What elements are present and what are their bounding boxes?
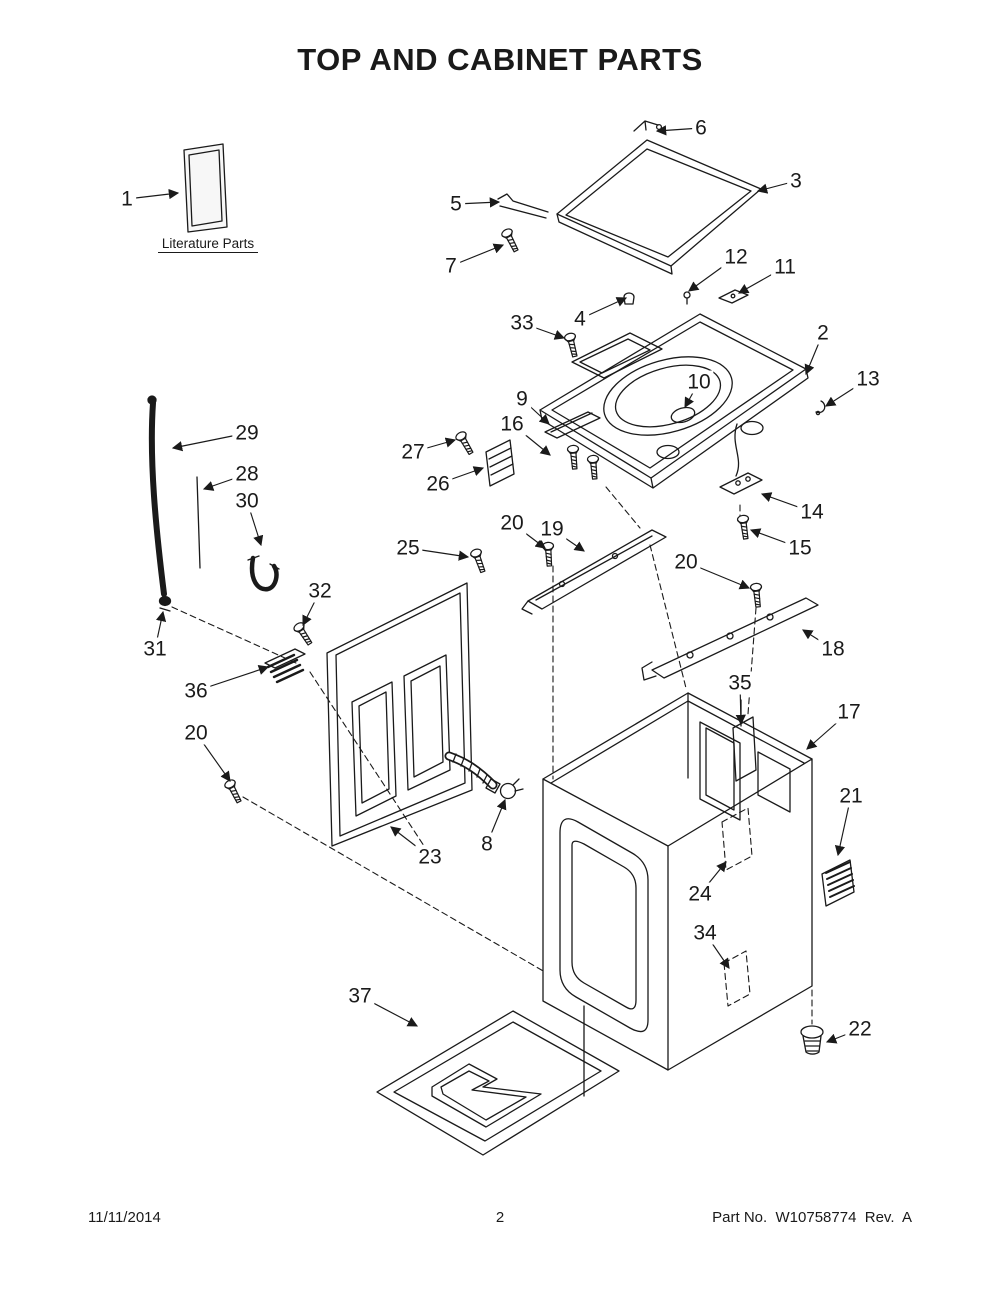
- screw-graphic: [499, 226, 522, 254]
- screw-graphic: [222, 777, 245, 805]
- lid-graphic: [497, 120, 762, 275]
- bracket-clip-graphic: [718, 289, 749, 304]
- hose-clamp-graphic: [499, 782, 517, 800]
- shield-plate-graphic: [732, 716, 757, 782]
- front-opening-graphic: [559, 818, 649, 1033]
- page-title: TOP AND CABINET PARTS: [297, 42, 703, 77]
- rear-brace-graphic: [527, 529, 667, 610]
- footer-page-number: 2: [495, 1209, 505, 1226]
- brace-rail-graphic: [468, 529, 819, 681]
- footer-date: 11/11/2014: [88, 1209, 161, 1226]
- screw-graphic: [468, 547, 489, 575]
- cap-graphic: [623, 292, 635, 305]
- hinge-bracket-graphic: [544, 411, 601, 439]
- label-area-graphic: [723, 950, 751, 1007]
- hose-coupling-graphic: [158, 595, 172, 607]
- screw-graphic: [586, 454, 601, 481]
- screw-graphic: [563, 331, 581, 359]
- screw-graphic: [749, 582, 765, 609]
- screw-graphic: [453, 429, 477, 457]
- assembly-guide-lines: [171, 486, 757, 973]
- top-small-parts-graphic: [623, 289, 826, 416]
- cabinet-graphic: [542, 692, 855, 1097]
- label-area-graphic: [721, 807, 753, 871]
- wire-graphic: [196, 476, 201, 569]
- rating-label-graphic: [821, 859, 855, 907]
- leveling-foot-graphic: [800, 1025, 824, 1039]
- lid-hinge-link-graphic: [633, 120, 659, 132]
- dispenser-opening-graphic: [571, 332, 663, 379]
- hose-loop-graphic: [734, 423, 740, 477]
- drain-hole-graphic: [670, 406, 696, 424]
- base-graphic: [376, 1010, 620, 1156]
- clip-graphic: [683, 291, 691, 299]
- hose-parts-graphic: [147, 395, 280, 612]
- screw-graphic: [736, 514, 752, 541]
- rear-panel-graphic: [264, 582, 524, 847]
- spring-clip-graphic: [815, 400, 826, 414]
- footer-part-number: Part No. W10758774 Rev. A: [712, 1209, 912, 1226]
- top-rail-graphic: [651, 597, 819, 679]
- lid-hinge-arm-graphic: [497, 193, 549, 213]
- inlet-hose-graphic: [148, 400, 167, 597]
- vent-grille-graphic: [485, 439, 515, 487]
- top-panel-graphic: [453, 313, 809, 541]
- literature-parts-label: Literature Parts: [158, 236, 258, 253]
- screw-graphic: [541, 541, 556, 567]
- valve-connector-graphic: [719, 472, 763, 495]
- screw-graphic: [566, 444, 581, 471]
- literature-part-graphic: [183, 143, 228, 233]
- drain-elbow-graphic: [249, 555, 279, 592]
